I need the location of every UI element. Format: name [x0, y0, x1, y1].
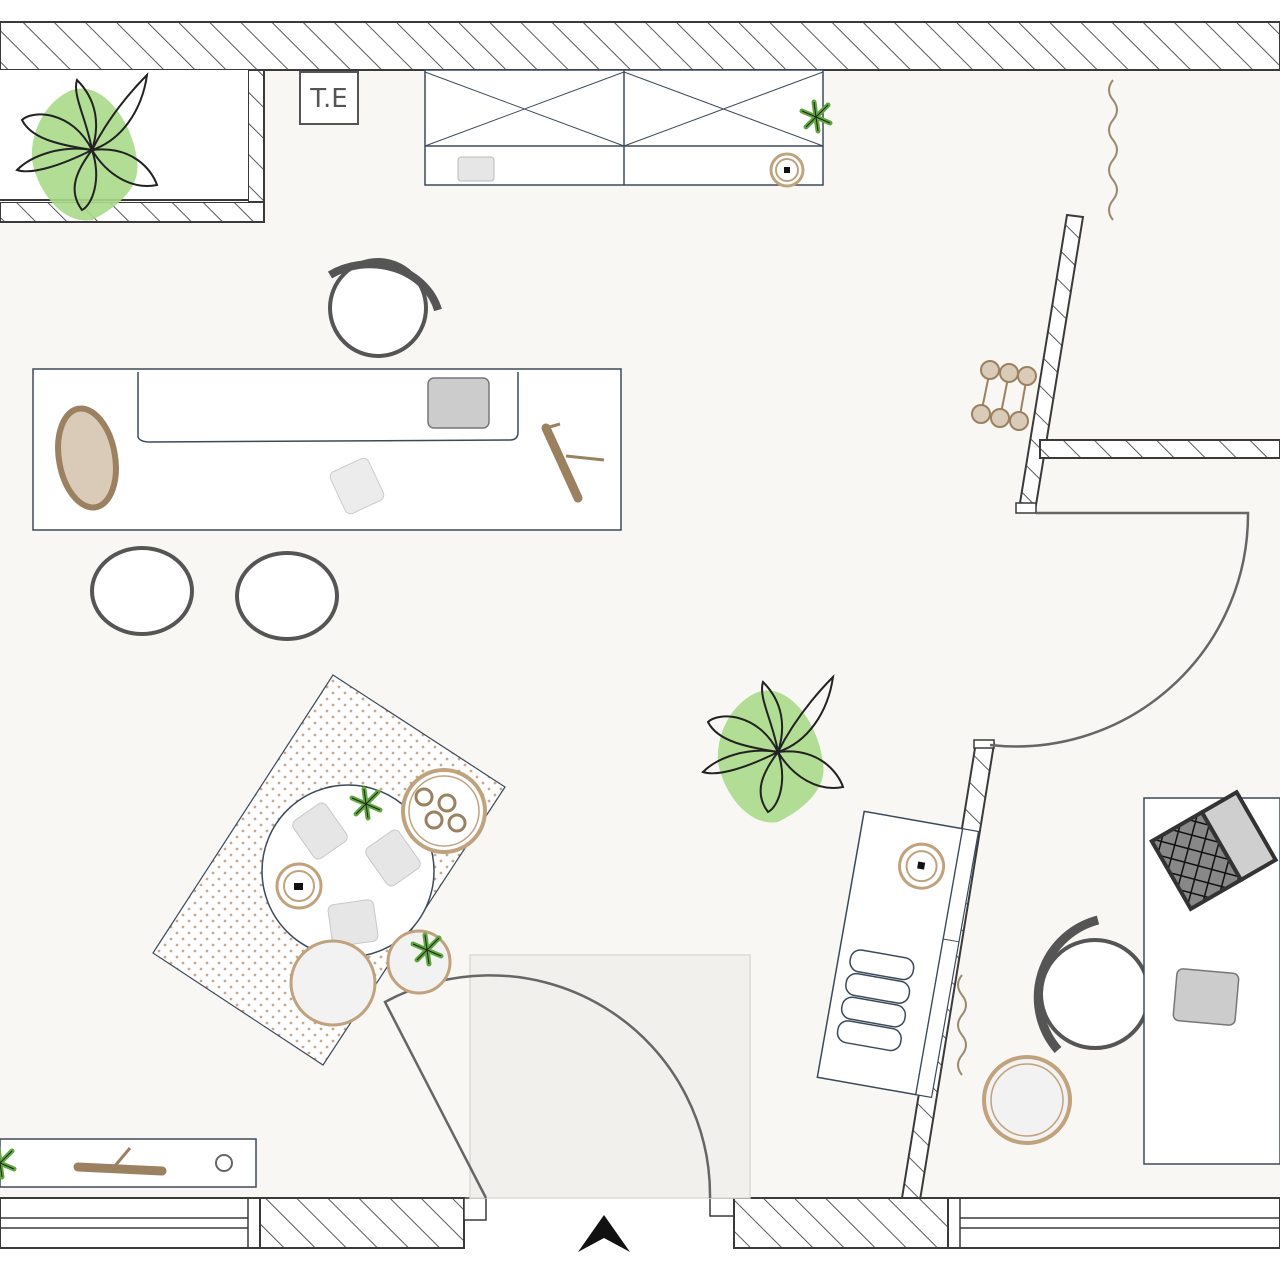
- door-swing-right: [989, 511, 1250, 748]
- wall-top: [0, 21, 1280, 71]
- equipment-box: [299, 71, 359, 125]
- wall-bottom-hatch-right: [733, 1197, 949, 1249]
- wall-bottom-window-right: [947, 1197, 1280, 1249]
- entrance-zone: [469, 954, 751, 1199]
- stool-left: [90, 546, 194, 636]
- wall-left-room-bottom: [0, 201, 265, 223]
- dumbbell-rack: [971, 360, 1037, 431]
- equipment-tag: T.E: [309, 84, 348, 114]
- pouf-large: [289, 939, 377, 1027]
- basket: [401, 768, 487, 854]
- wall-left-room-right: [247, 69, 265, 223]
- kitchen-island: [32, 368, 622, 531]
- wall-right-room-bottom: [1039, 439, 1280, 459]
- side-desk: [816, 810, 980, 1099]
- wall-bottom-window-left: [0, 1197, 261, 1249]
- curtain-top: [1108, 79, 1118, 221]
- entrance-arrow-icon: [578, 1215, 630, 1252]
- stool-top: [327, 258, 442, 358]
- floor-basket: [982, 1055, 1072, 1145]
- top-cabinet: [424, 69, 824, 188]
- pouf-small: [386, 929, 452, 995]
- stool-right: [235, 551, 339, 641]
- wall-bottom-hatch-left: [259, 1197, 465, 1249]
- curtain-bottom: [957, 974, 967, 1076]
- laptop-icon: [1149, 789, 1279, 912]
- bench: [0, 1138, 257, 1188]
- round-table: [261, 784, 435, 958]
